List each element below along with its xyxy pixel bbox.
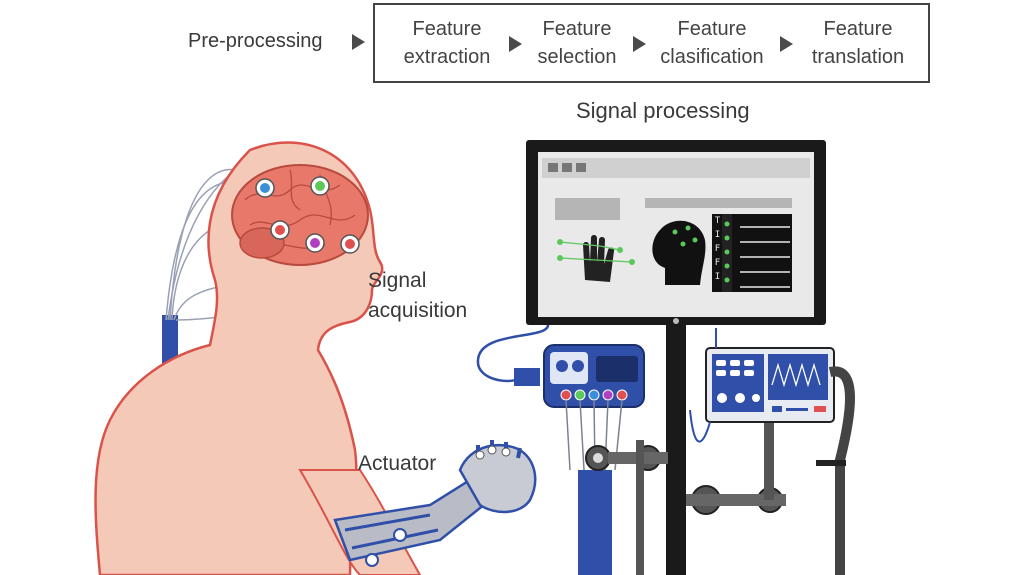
step-line: Feature [412, 18, 482, 40]
arrow-icon [780, 36, 793, 52]
amplifier-device [543, 344, 645, 575]
monitor-stand [666, 325, 686, 575]
head-silhouette [652, 220, 706, 285]
monitor-letter: T [714, 216, 721, 226]
step-feature-extraction: Feature extraction [387, 15, 507, 71]
monitor-letter: F [714, 258, 721, 268]
hand-icon [583, 235, 615, 282]
step-line: Feature [823, 18, 893, 40]
monitor-letter: F [714, 244, 721, 254]
step-feature-translation: Feature translation [795, 15, 921, 71]
step-feature-selection: Feature selection [523, 15, 631, 71]
connector [514, 368, 540, 386]
actuator-label: Actuator [358, 452, 437, 475]
electrodes [255, 176, 360, 254]
stand-clamps [585, 420, 786, 575]
monitor-letter: I [714, 272, 721, 282]
monitor-cable [476, 324, 550, 383]
monitor [526, 140, 826, 575]
arrow-icon [509, 36, 522, 52]
step-line: translation [811, 46, 905, 68]
monitor-letter: I [714, 230, 721, 240]
feature-pipeline-box: Feature extraction Feature selection Fea… [373, 3, 930, 83]
signal-processing-label: Signal processing [576, 98, 750, 123]
step-feature-classification: Feature clasification [647, 15, 777, 71]
signal-acquisition-label-line2: acquisition [368, 299, 468, 322]
arrow-icon [352, 34, 365, 50]
actuator-exoskeleton [333, 440, 537, 567]
step-line: Feature [542, 18, 612, 40]
amplifier-ports [560, 389, 628, 401]
step-line: clasification [660, 46, 764, 68]
step-line: Feature [677, 18, 747, 40]
arrow-icon [633, 36, 646, 52]
preprocessing-label: Pre-processing [188, 30, 323, 52]
signal-acquisition-label-line1: Signal [368, 269, 427, 292]
step-line: selection [537, 46, 617, 68]
step-line: extraction [403, 46, 491, 68]
oscilloscope-device [689, 328, 855, 575]
